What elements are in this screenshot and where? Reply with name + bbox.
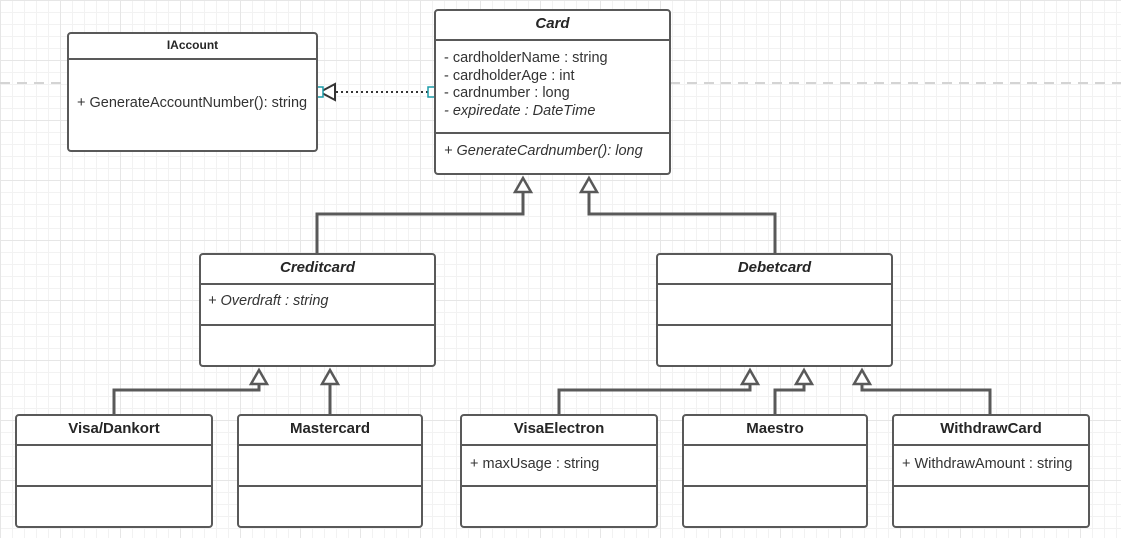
method-generate-account-number: + GenerateAccountNumber(): string	[77, 95, 308, 111]
class-attributes: + maxUsage : string	[462, 446, 656, 487]
generalization-visadankort-to-creditcard[interactable]	[112, 367, 270, 415]
attribute-expiredate: - expiredate : DateTime	[444, 102, 596, 119]
generalization-maestro-to-debetcard[interactable]	[773, 367, 815, 415]
attribute-withdraw-amount: + WithdrawAmount : string	[902, 456, 1073, 472]
class-mastercard[interactable]: Mastercard	[237, 414, 423, 528]
class-iaccount[interactable]: IAccount + GenerateAccountNumber(): stri…	[67, 32, 318, 152]
class-methods: + GenerateAccountNumber(): string	[69, 60, 316, 113]
generalization-visaelectron-to-debetcard[interactable]	[557, 367, 761, 415]
class-name: WithdrawCard	[894, 416, 1088, 446]
attribute-max-usage: + maxUsage : string	[470, 456, 600, 472]
attribute-overdraft: + Overdraft : string	[208, 293, 329, 309]
generalization-debetcard-to-card[interactable]	[578, 175, 777, 254]
class-name: Debetcard	[658, 255, 891, 285]
generalization-arrowhead	[248, 367, 270, 386]
class-name: Visa/Dankort	[17, 416, 211, 446]
class-visa-dankort[interactable]: Visa/Dankort	[15, 414, 213, 528]
attribute-cardnumber: - cardnumber : long	[444, 85, 570, 101]
class-name: VisaElectron	[462, 416, 656, 446]
generalization-arrowhead	[578, 175, 600, 194]
generalization-arrowhead	[319, 367, 341, 386]
class-withdrawcard[interactable]: WithdrawCard + WithdrawAmount : string	[892, 414, 1090, 528]
generalization-withdrawcard-to-debetcard[interactable]	[851, 367, 992, 415]
attribute-cardholder-name: - cardholderName : string	[444, 50, 608, 66]
generalization-arrowhead	[793, 367, 815, 386]
realization-arrowhead	[317, 82, 336, 102]
attribute-cardholder-age: - cardholderAge : int	[444, 67, 575, 84]
generalization-creditcard-to-card[interactable]	[315, 175, 534, 254]
class-attributes	[17, 446, 211, 487]
class-name: Mastercard	[239, 416, 421, 446]
realization-card-to-iaccount[interactable]	[312, 82, 439, 102]
class-visaelectron[interactable]: VisaElectron + maxUsage : string	[460, 414, 658, 528]
class-name: IAccount	[69, 34, 316, 60]
class-attributes	[684, 446, 866, 487]
generalization-arrowhead	[851, 367, 873, 386]
generalization-arrowhead	[512, 175, 534, 194]
class-debetcard[interactable]: Debetcard	[656, 253, 893, 367]
class-attributes: + WithdrawAmount : string	[894, 446, 1088, 487]
class-name: Card	[436, 11, 669, 41]
class-maestro[interactable]: Maestro	[682, 414, 868, 528]
class-attributes: - cardholderName : string - cardholderAg…	[436, 41, 669, 134]
generalization-mastercard-to-creditcard[interactable]	[319, 367, 341, 415]
class-attributes: + Overdraft : string	[201, 285, 434, 326]
generalization-arrowhead	[739, 367, 761, 386]
class-card[interactable]: Card - cardholderName : string - cardhol…	[434, 9, 671, 175]
class-attributes	[658, 285, 891, 326]
class-name: Maestro	[684, 416, 866, 446]
class-methods: + GenerateCardnumber(): long	[436, 134, 669, 161]
class-name: Creditcard	[201, 255, 434, 285]
class-attributes	[239, 446, 421, 487]
class-creditcard[interactable]: Creditcard + Overdraft : string	[199, 253, 436, 367]
method-generate-cardnumber: + GenerateCardnumber(): long	[444, 143, 643, 159]
